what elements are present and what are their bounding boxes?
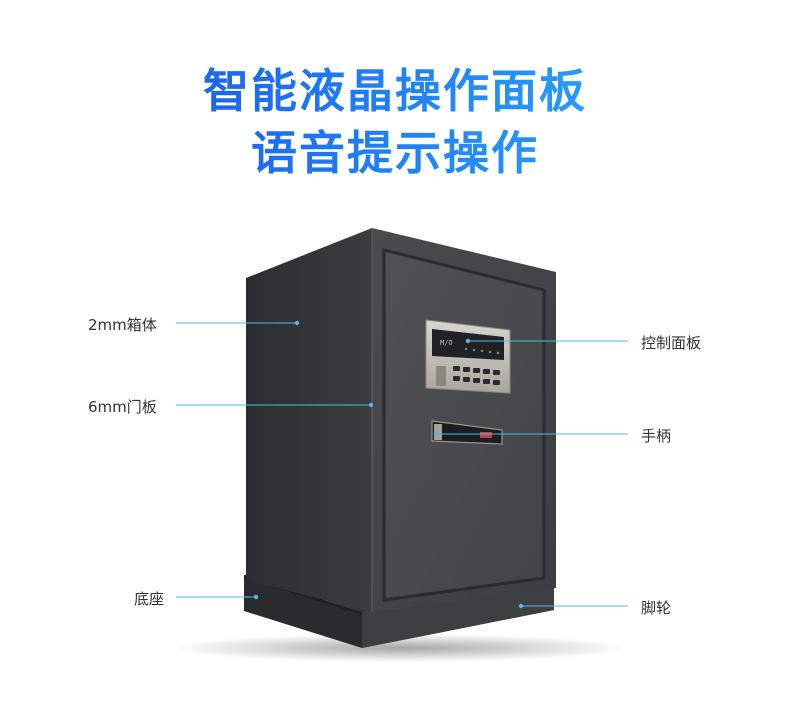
headline-line1: 智能液晶操作面板 (0, 62, 790, 120)
callout-panel-label: 控制面板 (641, 334, 702, 352)
headline-line2: 语音提示操作 (0, 124, 790, 182)
control-panel: M/O (425, 319, 511, 394)
safe-side (246, 228, 372, 612)
callout-body-label: 2mm箱体 (88, 316, 157, 334)
callout-lines (176, 320, 628, 609)
callout-handle-label: 手柄 (641, 427, 672, 445)
door-handle (431, 420, 503, 445)
callout-base-label: 底座 (134, 590, 165, 608)
floor-shadow (170, 634, 630, 662)
panel-display: M/O (440, 339, 453, 347)
callout-door-label: 6mm门板 (88, 398, 157, 416)
callout-casters-label: 脚轮 (641, 599, 672, 617)
